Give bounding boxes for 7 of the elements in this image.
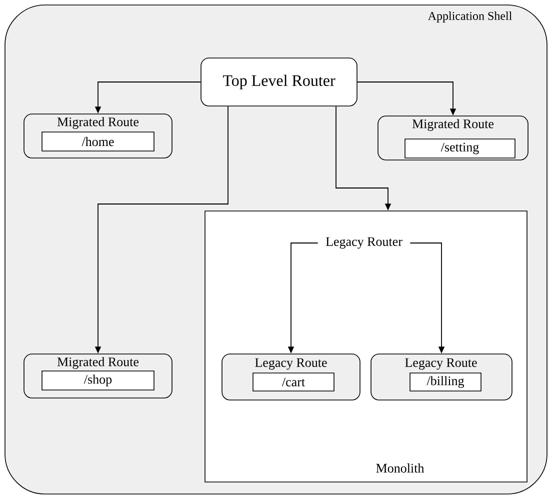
path-box: /setting [404,138,516,158]
path-box: /cart [252,372,334,392]
router-label: Legacy Router [318,234,410,252]
path-box: /home [42,132,154,152]
path-box: /shop [42,370,154,390]
router-box: Top Level Router [200,58,358,106]
path-box: /billing [410,372,482,392]
